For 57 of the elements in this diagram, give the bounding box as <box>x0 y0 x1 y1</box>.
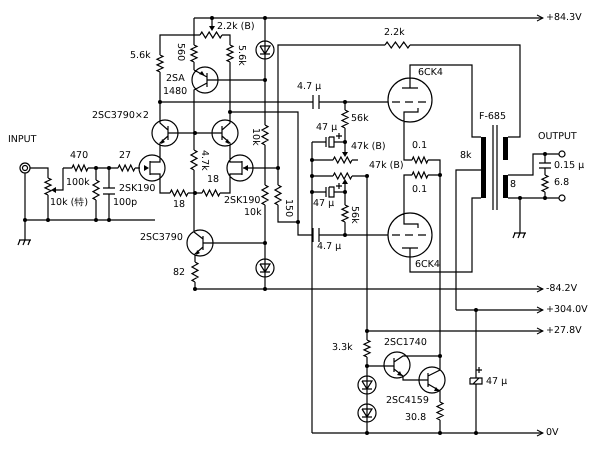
component-value: 56k <box>351 113 369 124</box>
part-number: 2SC4159 <box>386 395 429 406</box>
component-value: 0.1 <box>412 184 428 195</box>
part-number: 2SC1740 <box>384 337 427 348</box>
rail-voltage-label: +84.3V <box>546 12 582 23</box>
component-value: 4.7k <box>199 150 210 171</box>
component-value: 560 <box>175 43 186 62</box>
part-number: 1480 <box>163 86 188 97</box>
component-value: 0.1 <box>412 140 428 151</box>
part-number: 2SK190 <box>119 183 156 194</box>
rail-voltage-label: +304.0V <box>546 304 588 315</box>
component-value: 47 μ <box>313 198 334 209</box>
component-value: 100p <box>113 197 138 208</box>
component-value: 56k <box>349 206 360 224</box>
component-value: 100k <box>66 177 90 188</box>
rail-arrow <box>367 328 544 334</box>
component-value: 2.2k (B) <box>217 21 255 32</box>
component-value: 82 <box>173 267 186 278</box>
component-value: 6.8 <box>554 177 570 188</box>
rail-arrow <box>312 430 544 436</box>
rail-voltage-label: -84.2V <box>546 283 578 294</box>
component-value: 2.2k <box>384 27 405 38</box>
part-number: F-685 <box>479 111 506 122</box>
part-number: 6CK4 <box>415 259 440 270</box>
component-value: 18 <box>207 174 220 185</box>
component-value: 4.7 μ <box>297 81 322 92</box>
component-value: 5.6k <box>130 50 151 61</box>
component-value: 10k <box>244 207 262 218</box>
rail-arrow <box>194 14 544 22</box>
component-value: 0.15 μ <box>554 160 584 171</box>
component-value: 47k (B) <box>351 141 386 152</box>
component-value: 47 μ <box>486 376 508 387</box>
component-value: 4.7 μ <box>317 241 342 252</box>
component-value: 8 <box>510 179 516 190</box>
component-value: 470 <box>70 150 88 161</box>
component-value: 30.8 <box>405 412 426 423</box>
component-value: 8k <box>460 150 472 161</box>
component-value: 3.3k <box>332 342 353 353</box>
rail-voltage-label: +27.8V <box>546 325 582 336</box>
component-value: 150 <box>283 199 294 218</box>
rail-voltage-label: 0V <box>546 427 559 438</box>
part-number: 2SC3790 <box>140 232 183 243</box>
component-value: 18 <box>173 199 186 210</box>
terminal-label: INPUT <box>8 134 36 145</box>
component-value: 47k (B) <box>369 160 404 171</box>
part-number: 2SK190 <box>224 195 260 206</box>
component-value: 10k <box>250 128 261 146</box>
part-number: 2SC3790×2 <box>92 110 149 121</box>
rail-arrow <box>456 306 544 314</box>
component-value: 27 <box>119 150 132 161</box>
terminal-label: OUTPUT <box>538 131 577 142</box>
part-number: 6CK4 <box>418 67 443 78</box>
rail-arrow <box>195 286 544 292</box>
component-value: 47 μ <box>316 122 338 133</box>
component-value: 5.6k <box>236 45 247 66</box>
part-number: 2SA <box>166 73 185 84</box>
component-value: 10k (特) <box>50 197 88 208</box>
